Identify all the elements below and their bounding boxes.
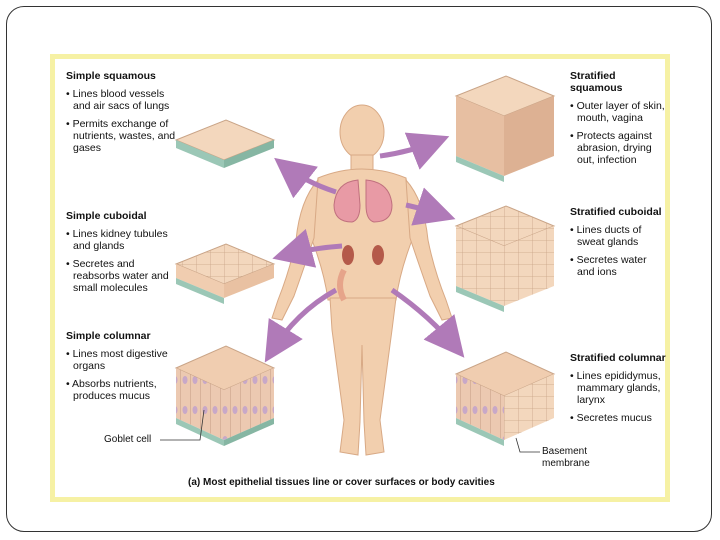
stratified-squamous-text: Stratified squamous Outer layer of skin,… [570,70,670,172]
stratified-columnar-bullet-2: Secretes mucus [570,412,668,424]
simple-cuboidal-bullet-2: Secretes and reabsorbs water and small m… [66,258,184,294]
simple-columnar-text: Simple columnar Lines most digestive org… [66,330,178,408]
stratified-cuboidal-bullet-1: Lines ducts of sweat glands [570,224,666,248]
simple-squamous-title: Simple squamous [66,70,156,82]
intestine [337,268,347,302]
simple-squamous-bullet-1: Lines blood vessels and air sacs of lung… [66,88,176,112]
stratified-cuboidal-block [454,205,556,312]
basement-leader [515,437,540,453]
simple-cuboidal-bullet-1: Lines kidney tubules and glands [66,228,184,252]
stratified-squamous-block [454,75,556,182]
simple-squamous-bullet-2: Permits exchange of nutrients, wastes, a… [66,118,176,154]
lungs [333,179,393,223]
pointer-arrows [264,132,465,363]
stratified-columnar-title: Stratified columnar [570,352,666,364]
stratified-cuboidal-title: Stratified cuboidal [570,206,662,218]
goblet-cell-label: Goblet cell [104,434,152,445]
stratified-cuboidal-text: Stratified cuboidal Lines ducts of sweat… [570,206,666,284]
figure-caption: (a) Most epithelial tissues line or cove… [188,477,495,488]
stratified-squamous-bullet-2: Protects against abrasion, drying out, i… [570,130,670,166]
simple-columnar-bullet-2: Absorbs nutrients, produces mucus [66,378,178,402]
simple-columnar-bullet-1: Lines most digestive organs [66,348,178,372]
human-body [271,104,453,456]
kidneys [342,245,384,265]
stratified-columnar-text: Stratified columnar Lines epididymus, ma… [570,352,668,430]
stratified-squamous-title: Stratified squamous [570,70,623,94]
stratified-columnar-block [454,351,556,446]
stratified-columnar-bullet-1: Lines epididymus, mammary glands, larynx [570,370,668,406]
stratified-squamous-bullet-1: Outer layer of skin, mouth, vagina [570,100,670,124]
simple-cuboidal-text: Simple cuboidal Lines kidney tubules and… [66,210,184,300]
basement-label-line2: membrane [542,458,590,469]
simple-columnar-block [174,345,276,446]
goblet-cell-leader [160,409,205,441]
stratified-cuboidal-bullet-2: Secretes water and ions [570,254,666,278]
simple-squamous-block [174,119,276,168]
simple-cuboidal-title: Simple cuboidal [66,210,147,222]
simple-squamous-text: Simple squamous Lines blood vessels and … [66,70,176,160]
simple-cuboidal-block [174,243,276,304]
basement-label-line1: Basement [542,446,588,457]
simple-columnar-title: Simple columnar [66,330,151,342]
